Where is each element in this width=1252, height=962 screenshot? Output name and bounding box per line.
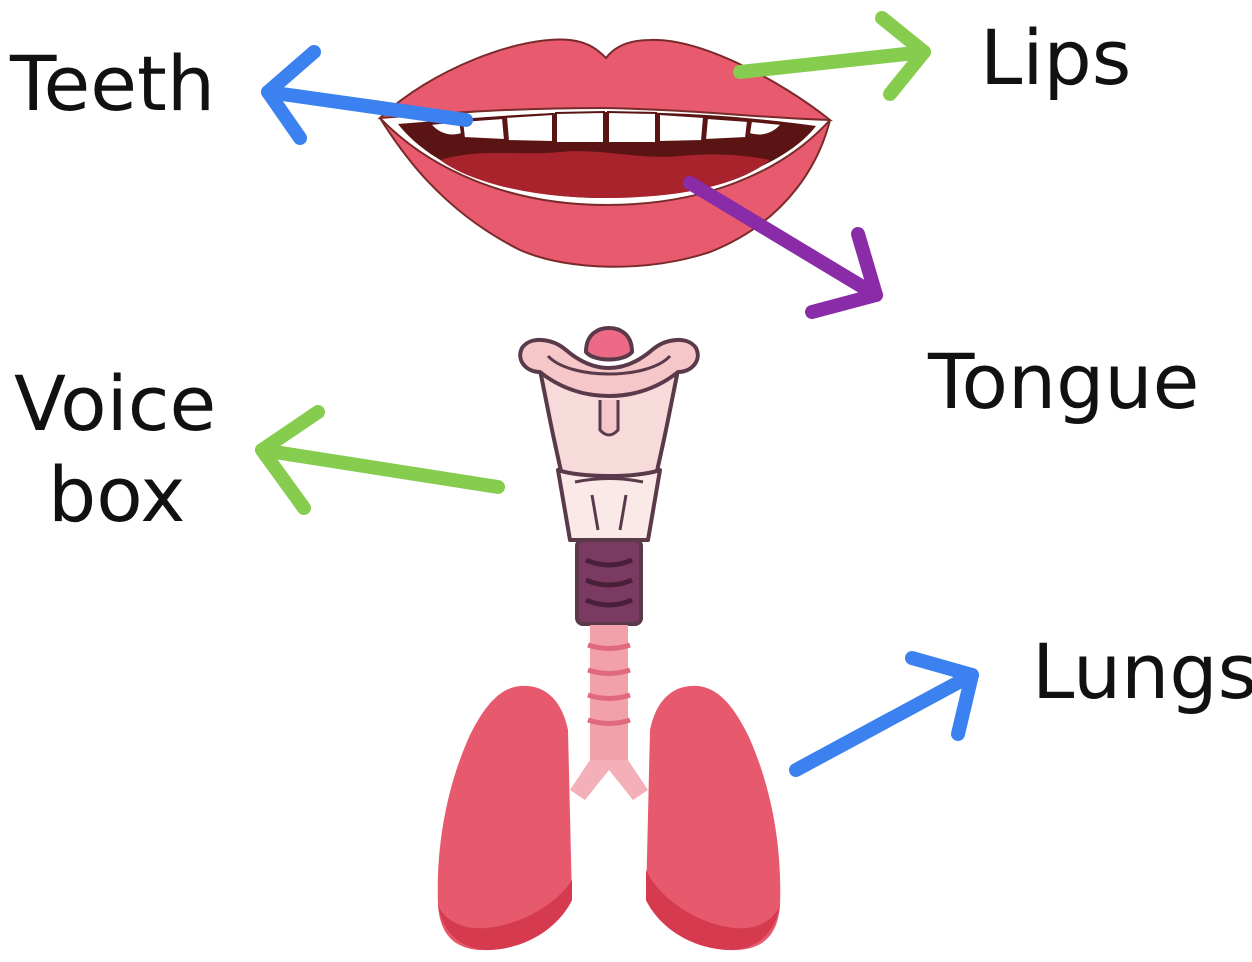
label-voice-box-line1: Voice xyxy=(14,358,216,449)
lungs-arrow xyxy=(796,658,972,770)
label-tongue: Tongue xyxy=(928,336,1199,427)
voice-box-illustration xyxy=(520,328,698,624)
label-teeth: Teeth xyxy=(10,38,215,129)
lungs-illustration xyxy=(438,625,781,950)
voice-box-arrow xyxy=(262,412,498,508)
epiglottis xyxy=(586,328,632,360)
cricoid-cartilage xyxy=(558,470,660,540)
label-voice-box: Voice box xyxy=(14,358,216,540)
bronchi xyxy=(570,760,648,800)
upper-lip xyxy=(380,40,830,120)
label-voice-box-line2: box xyxy=(14,449,216,540)
label-lips: Lips xyxy=(980,12,1131,103)
label-lungs: Lungs xyxy=(1032,626,1252,717)
